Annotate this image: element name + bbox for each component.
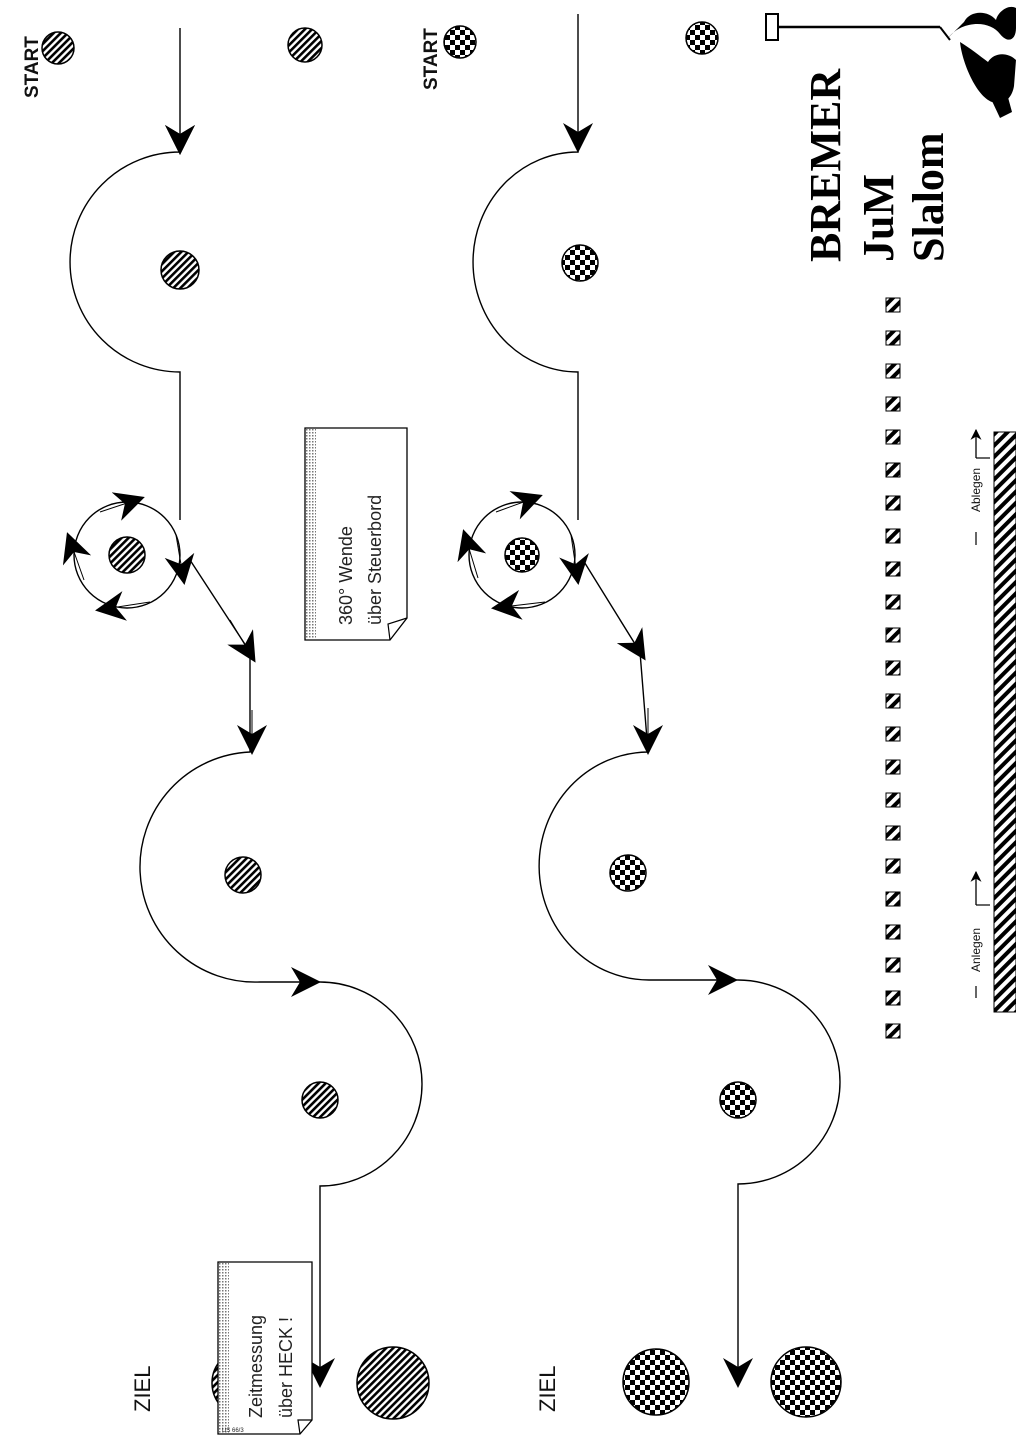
turn-arrow [62,532,92,581]
hatched-square-icon [885,495,901,511]
hatched-square-icon [885,594,901,610]
hatched-square-icon [885,924,901,940]
anlegen-label: Anlegen [969,928,983,972]
title-line3: Slalom [904,132,953,262]
hatched-square-icon [885,759,901,775]
turn-arrow [491,589,546,620]
turn-arrow [559,534,589,585]
start-buoy [443,25,477,59]
timing-note-code: US 66/3 [222,1428,244,1434]
start-label: START [421,28,442,90]
timing-note-line2: über HECK ! [276,1317,296,1418]
timing-note: Zeitmessung über HECK ! US 66/3 [217,1261,313,1435]
start-buoy [41,31,75,65]
hatched-square-icon [885,429,901,445]
direction-arrow [227,619,256,663]
slalom-buoy [719,1081,757,1119]
hatched-square-icon [885,726,901,742]
timing-note-line1: Zeitmessung [246,1315,266,1418]
title-block: BREMER JuM Slalom [801,68,953,262]
hatched-square-icon [885,858,901,874]
dock-marker-row [885,297,901,1039]
hatched-square-icon [885,330,901,346]
slalom-buoy [609,854,647,892]
start-label: START [22,36,43,98]
direction-arrow [616,619,646,661]
finish-buoy [622,1348,690,1416]
hatched-square-icon [885,627,901,643]
turn-arrow [95,591,151,621]
hatched-square-icon [885,297,901,313]
hatched-square-icon [885,1023,901,1039]
title-line1: BREMER [801,68,850,262]
turn-arrow [457,529,487,579]
hatched-square-icon [885,462,901,478]
turn-note-line2: über Steuerbord [365,495,385,625]
start-buoy [685,21,719,55]
hatched-square-icon [885,792,901,808]
finish-label: ZIEL [535,1366,560,1412]
ablegen-label: Ablegen [969,468,983,512]
finish-buoy [770,1346,842,1418]
slalom-buoy [108,536,146,574]
hatched-square-icon [885,528,901,544]
hatched-square-icon [885,660,901,676]
course-path [472,14,841,1382]
hatched-square-icon [885,561,901,577]
finish-label: ZIEL [130,1366,155,1412]
hatched-square-icon [885,825,901,841]
finish-buoy [356,1346,430,1420]
hatched-square-icon [885,693,901,709]
turn-arrow [164,534,195,585]
right-course: START ZIEL [421,14,842,1418]
slalom-buoy [561,244,599,282]
turn-arrow [99,492,145,521]
hatched-square-icon [885,957,901,973]
title-line2: JuM [854,174,903,262]
dock: Ablegen Anlegen [969,428,1016,1013]
hatched-square-icon [885,396,901,412]
course-path [69,28,423,1382]
hatched-square-icon [885,990,901,1006]
left-course: START ZIEL [22,27,430,1420]
hatched-pier-icon [993,431,1016,1013]
slalom-buoy [160,250,200,290]
hatched-square-icon [885,363,901,379]
turn-note: 360° Wende über Steuerbord [304,427,408,641]
turn-arrow [495,491,543,520]
start-buoy [287,27,323,63]
slalom-buoy [224,856,262,894]
slalom-buoy [504,537,540,573]
rower-oar-icon [765,6,1016,118]
turn-note-line1: 360° Wende [336,526,356,625]
slalom-buoy [301,1081,339,1119]
hatched-square-icon [885,891,901,907]
